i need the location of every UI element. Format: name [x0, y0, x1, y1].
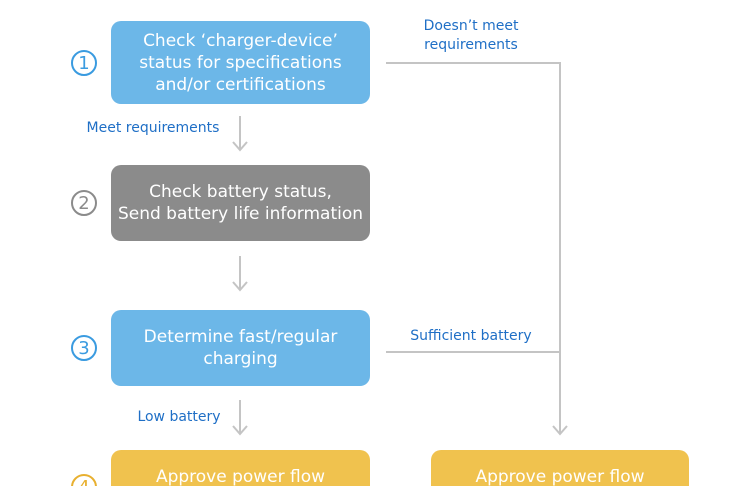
step-number-3: 3: [71, 335, 97, 361]
step-1-box: Check ‘charger-device’ status for specif…: [111, 21, 370, 104]
step-2-box: Check battery status, Send battery life …: [111, 165, 370, 241]
step-number-1: 1: [71, 50, 97, 76]
label-doesnt-meet: Doesn’t meet requirements: [423, 18, 519, 53]
label-sufficient: Sufficient battery: [410, 328, 532, 344]
arrow-2-3: [232, 256, 248, 292]
arrow-3-4: [232, 400, 248, 436]
arrow-1-2: [232, 116, 248, 152]
approve-box-right: Approve power flow: [431, 450, 689, 486]
line-fail: [386, 62, 568, 436]
label-low: Low battery: [137, 409, 221, 425]
step-3-box: Determine fast/regular charging: [111, 310, 370, 386]
label-meet: Meet requirements: [86, 120, 220, 136]
step-4-box: Approve power flow: [111, 450, 370, 486]
step-number-2: 2: [71, 190, 97, 216]
